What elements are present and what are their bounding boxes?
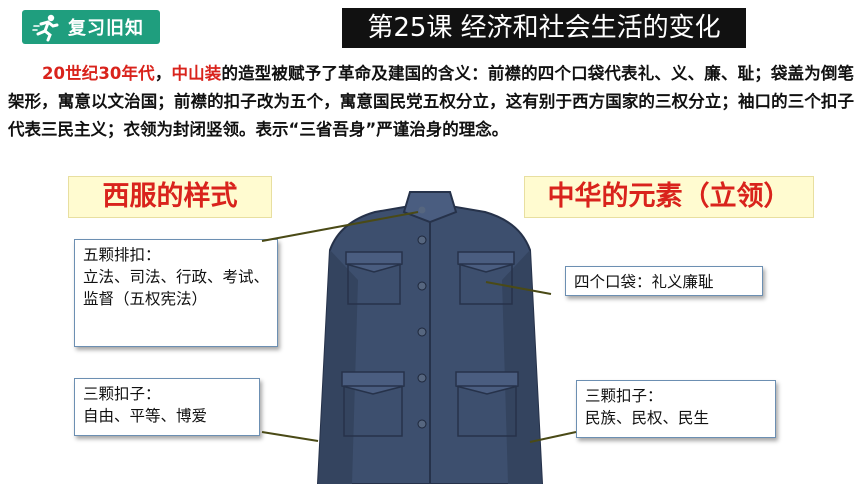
running-person-icon xyxy=(32,14,59,42)
sleeve-right-title: 三颗扣子： xyxy=(585,387,663,405)
zhongshan-suit-term: 中山装 xyxy=(171,64,222,83)
five-buttons-body: 立法、司法、行政、考试、监督（五权宪法） xyxy=(83,268,270,308)
four-pockets-callout: 四个口袋：礼义廉耻 xyxy=(565,266,763,296)
paragraph-comma: ， xyxy=(154,64,172,83)
chinese-elements-label: 中华的元素（立领） xyxy=(524,176,814,218)
lesson-title: 第25课 经济和社会生活的变化 xyxy=(342,8,746,48)
sleeve-left-body: 自由、平等、博爱 xyxy=(83,407,208,425)
zhongshan-suit-image xyxy=(316,191,544,484)
paragraph-body: 的造型被赋予了革命及建国的含义：前襟的四个口袋代表礼、义、廉、耻；袋盖为倒笔架形… xyxy=(8,64,854,139)
era-text: 20世纪30年代 xyxy=(42,64,155,83)
five-buttons-callout: 五颗排扣： 立法、司法、行政、考试、监督（五权宪法） xyxy=(74,239,278,347)
five-buttons-title: 五颗排扣： xyxy=(83,246,161,264)
sleeve-right-callout: 三颗扣子： 民族、民权、民生 xyxy=(576,380,776,438)
sleeve-left-callout: 三颗扣子： 自由、平等、博爱 xyxy=(74,378,260,436)
western-style-label: 西服的样式 xyxy=(68,176,272,218)
badge-label: 复习旧知 xyxy=(68,18,144,39)
review-badge: 复习旧知 xyxy=(22,10,160,44)
four-pockets-text: 四个口袋：礼义廉耻 xyxy=(574,273,714,291)
sleeve-left-title: 三颗扣子： xyxy=(83,385,161,403)
sleeve-right-body: 民族、民权、民生 xyxy=(585,409,710,427)
intro-paragraph: 20世纪30年代，中山装的造型被赋予了革命及建国的含义：前襟的四个口袋代表礼、义… xyxy=(8,60,854,144)
